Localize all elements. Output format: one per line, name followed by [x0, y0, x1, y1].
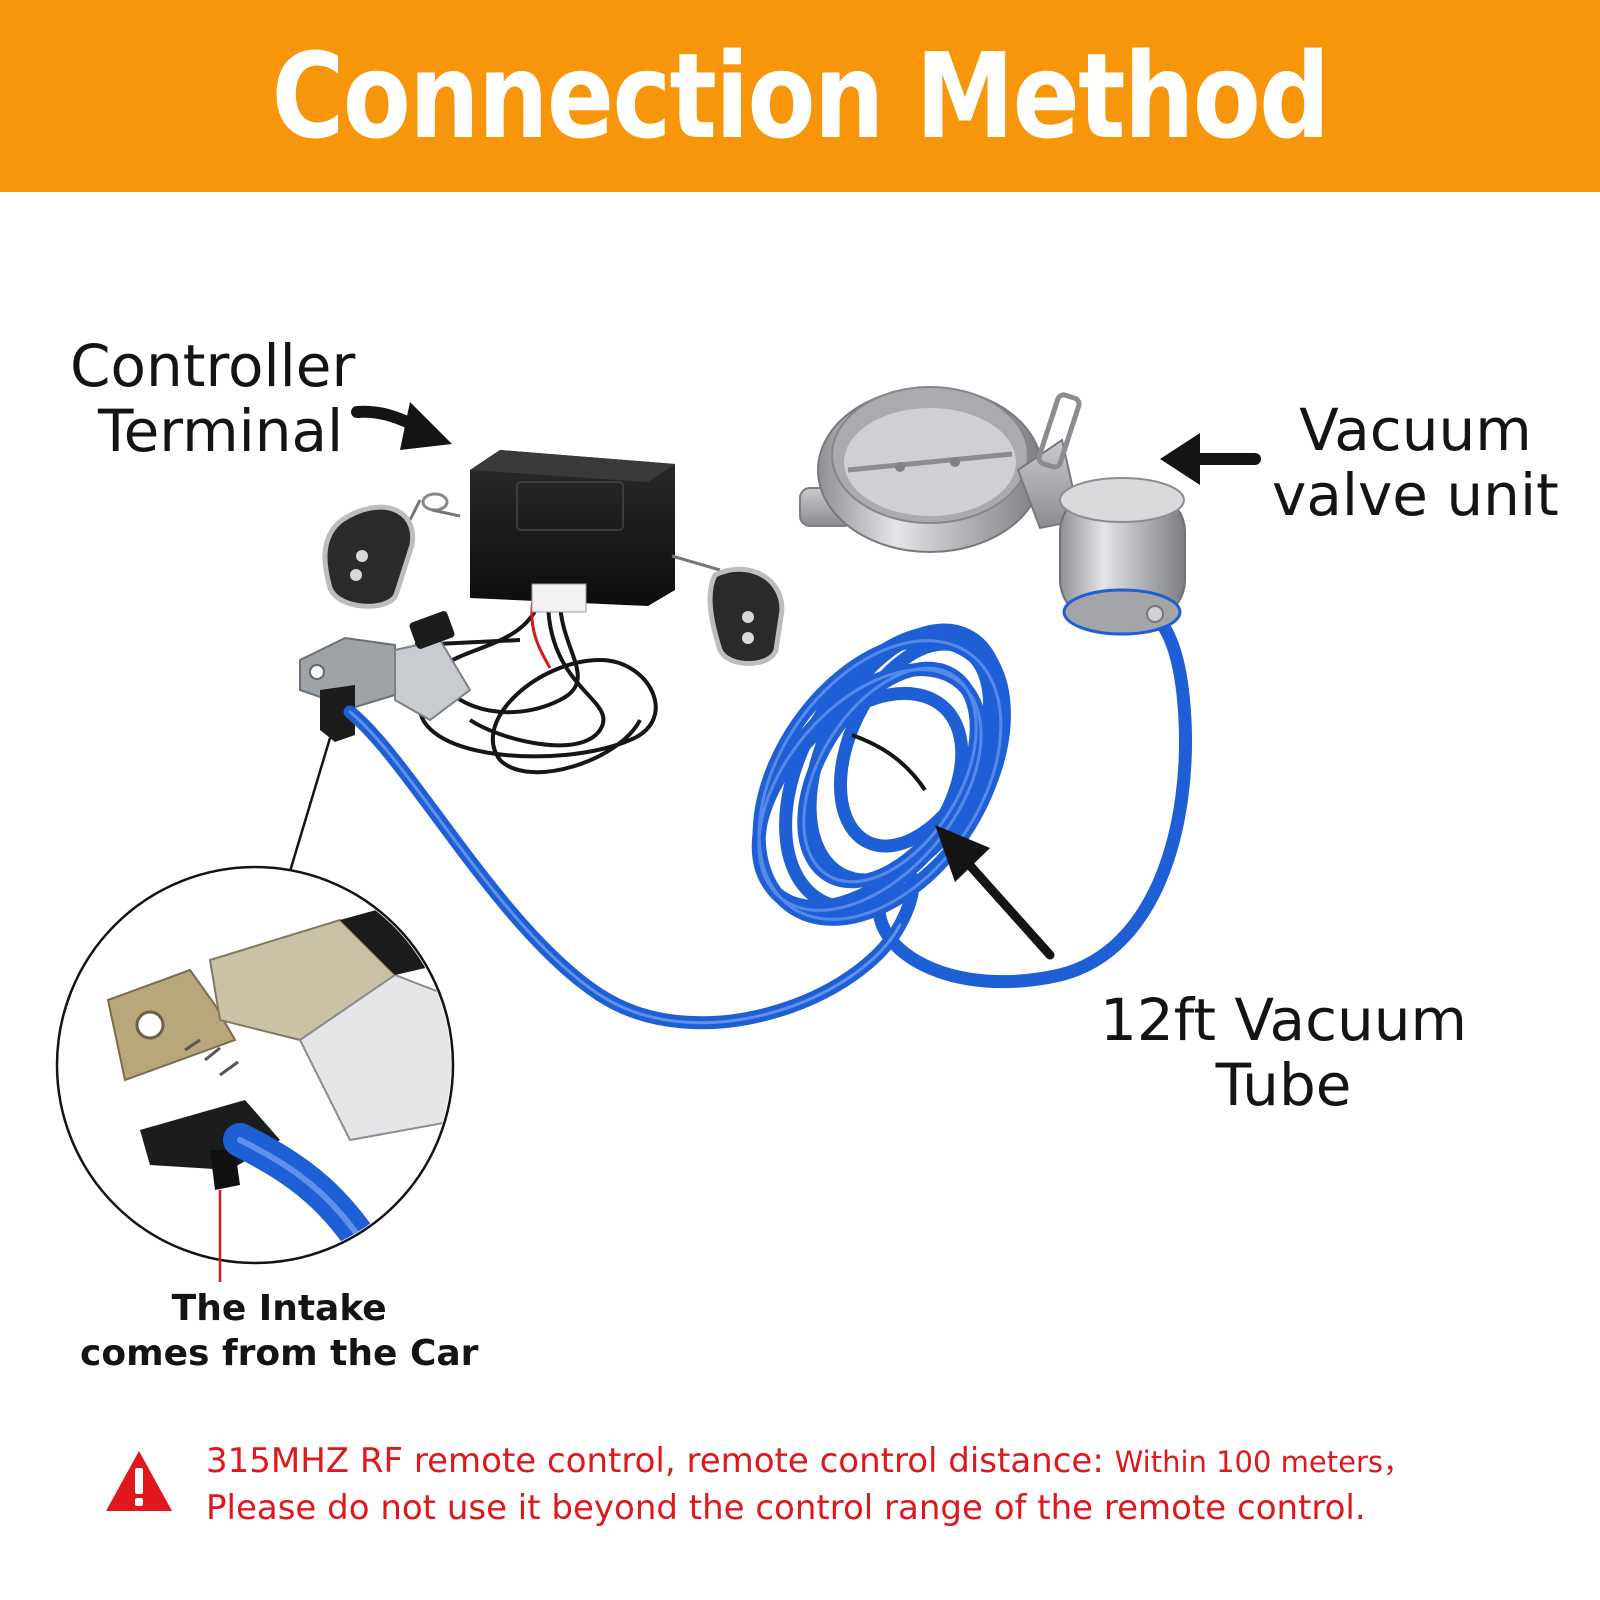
solenoid-valve — [299, 611, 472, 742]
page-title: Connection Method — [271, 27, 1330, 165]
warning-line1-range: Within 100 meters， — [1114, 1445, 1413, 1479]
intake-zoom-inset — [55, 737, 455, 1282]
warning-line1-main: 315MHZ RF remote control, remote control… — [206, 1441, 1115, 1481]
vacuum-valve — [799, 386, 1186, 636]
controller-label-line1: Controller — [70, 332, 356, 400]
intake-label-line1: The Intake — [171, 1288, 387, 1329]
vacuum-tube-label: 12ft Vacuum Tube — [1100, 988, 1467, 1118]
pointer-arrow-vacuum-valve — [1160, 433, 1261, 485]
warning-triangle-icon — [106, 1451, 172, 1511]
tube-label-line1: 12ft Vacuum — [1100, 986, 1468, 1054]
tube-label-line2: Tube — [1215, 1050, 1352, 1119]
remote-fob-right — [671, 554, 785, 666]
vacuum-valve-label: Vacuum valve unit — [1272, 398, 1559, 528]
pointer-arrow-controller — [351, 402, 452, 450]
warning-text: 315MHZ RF remote control, remote control… — [206, 1438, 1412, 1532]
controller-terminal-label: Controller Terminal — [70, 334, 355, 464]
pointer-arrow-tube — [935, 825, 1055, 960]
controller-label-line2: Terminal — [98, 396, 344, 465]
cable-tie — [851, 733, 927, 792]
title-banner: Connection Method — [0, 0, 1600, 192]
vacuum-label-line2: valve unit — [1272, 460, 1559, 529]
intake-label: The Intake comes from the Car — [80, 1286, 478, 1376]
intake-label-line2: comes from the Car — [80, 1333, 479, 1374]
remote-fob-left — [322, 492, 461, 609]
controller-box — [470, 450, 675, 613]
warning-line1: 315MHZ RF remote control, remote control… — [206, 1438, 1412, 1485]
vacuum-label-line1: Vacuum — [1299, 396, 1532, 464]
warning-line2: Please do not use it beyond the control … — [206, 1487, 1366, 1528]
